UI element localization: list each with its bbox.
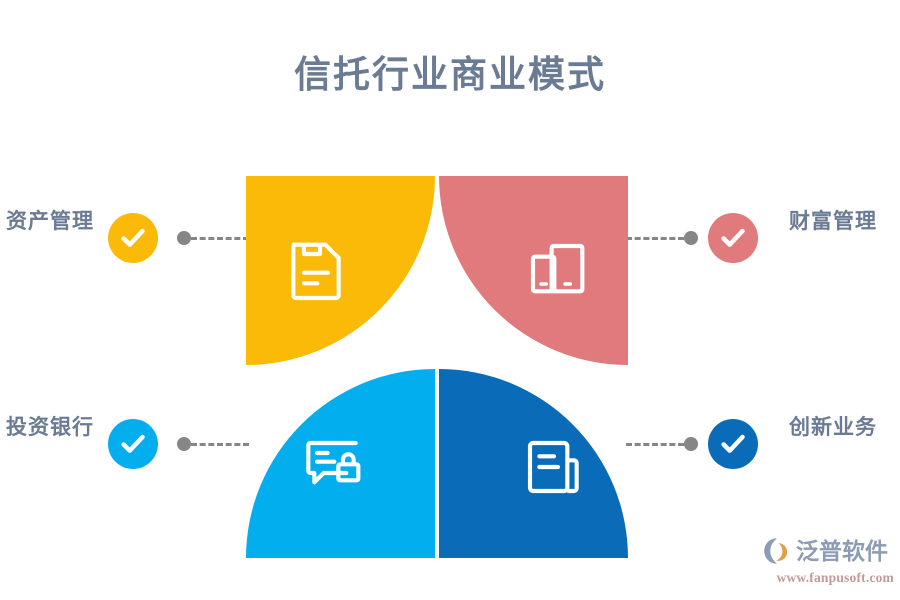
check-icon <box>718 429 748 459</box>
watermark-url: www.fanpusoft.com <box>776 570 894 585</box>
connector-dashed-line <box>191 442 249 446</box>
document-save-icon <box>284 238 348 302</box>
petal-cluster <box>246 176 628 558</box>
watermark: 泛普软件 www.fanpusoft.com <box>762 536 894 592</box>
quadrant-label-innovative-business: 创新业务 <box>789 415 877 439</box>
connector-dashed-line <box>191 236 249 240</box>
connector-dashed-line <box>626 236 684 240</box>
secure-chat-icon <box>301 431 365 495</box>
connector-dot-icon <box>684 231 698 245</box>
petal-asset-management[interactable] <box>246 176 435 365</box>
petal-innovative-business[interactable] <box>439 369 628 558</box>
petal-investment-banking[interactable] <box>246 369 435 558</box>
check-badge-wealth-management[interactable] <box>708 213 758 263</box>
connector-dashed-line <box>626 442 684 446</box>
check-icon <box>718 223 748 253</box>
connector-dot-icon <box>684 437 698 451</box>
quadrant-label-wealth-management: 财富管理 <box>789 209 877 233</box>
check-badge-investment-banking[interactable] <box>108 419 158 469</box>
fanpu-logo-icon <box>762 536 792 566</box>
check-badge-asset-management[interactable] <box>108 213 158 263</box>
connector-asset-management <box>177 231 249 245</box>
check-icon <box>118 223 148 253</box>
quadrant-label-investment-banking: 投资银行 <box>6 415 94 439</box>
connector-investment-banking <box>177 437 249 451</box>
watermark-brand: 泛普软件 <box>796 537 888 564</box>
connector-wealth-management <box>626 231 698 245</box>
devices-icon <box>525 238 589 302</box>
petal-wealth-management[interactable] <box>439 176 628 365</box>
check-badge-innovative-business[interactable] <box>708 419 758 469</box>
notebook-icon <box>522 435 586 499</box>
connector-dot-icon <box>177 437 191 451</box>
connector-innovative-business <box>626 437 698 451</box>
check-icon <box>118 429 148 459</box>
page-title: 信托行业商业模式 <box>294 55 606 96</box>
connector-dot-icon <box>177 231 191 245</box>
quadrant-label-asset-management: 资产管理 <box>6 209 94 233</box>
